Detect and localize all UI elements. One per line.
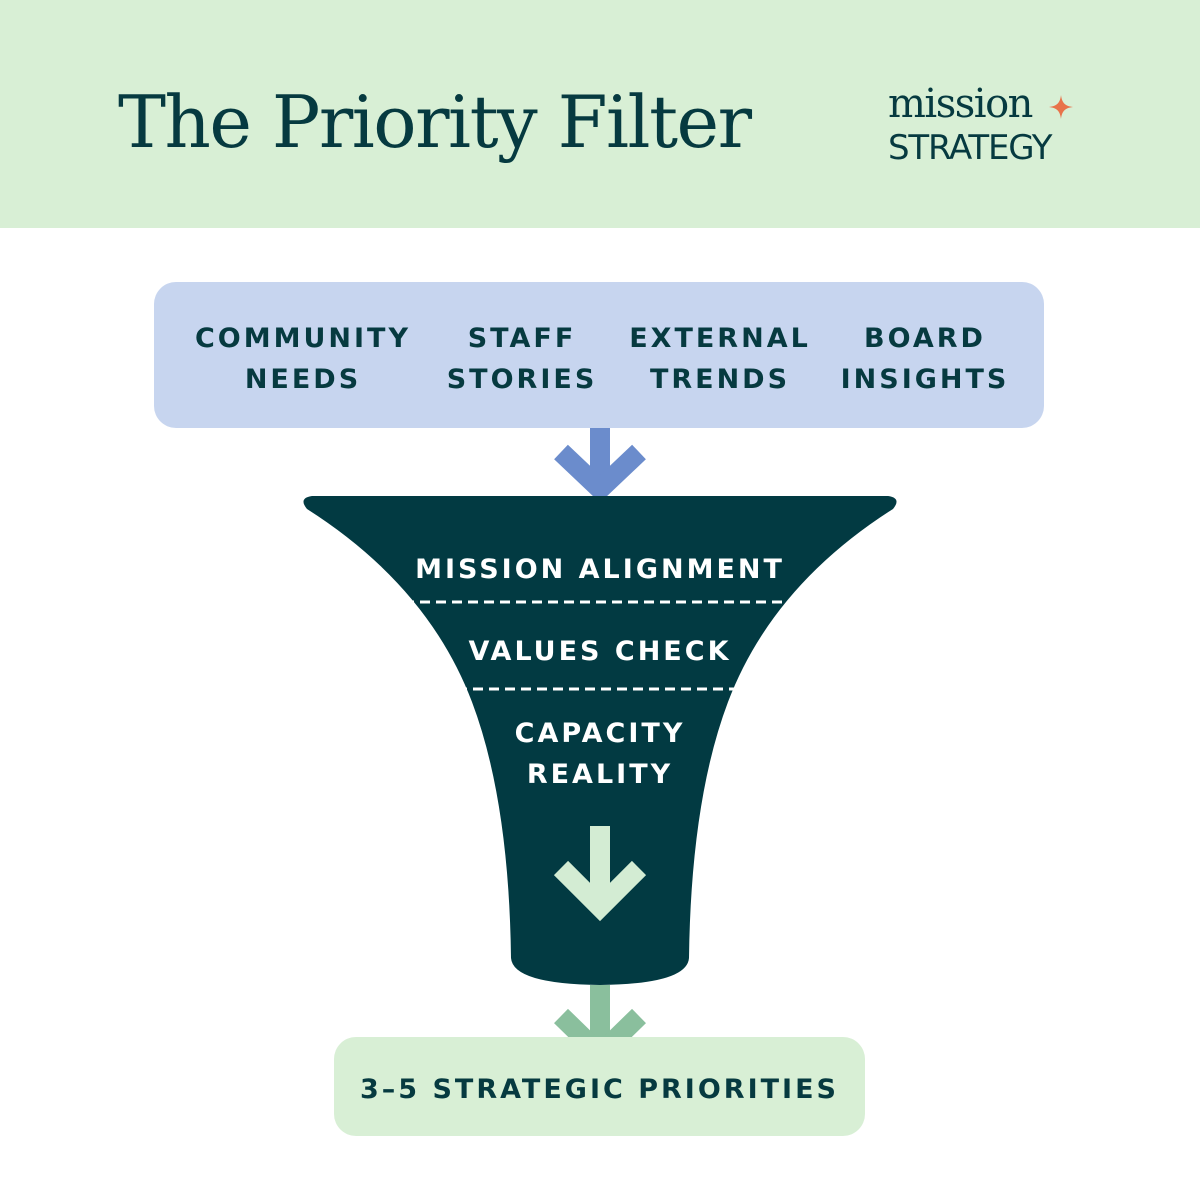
filter-values-check: VALUES CHECK	[468, 636, 732, 667]
down-arrow-icon	[554, 428, 646, 503]
page-title: The Priority Filter	[118, 80, 752, 164]
filter-mission-alignment: MISSION ALIGNMENT	[415, 554, 785, 585]
input-board-insights: BOARD INSIGHTS	[840, 323, 1010, 395]
down-arrow-icon	[553, 826, 647, 922]
logo-wordmark-top: mission	[888, 81, 1033, 127]
header-banner: The Priority Filter mission STRATEGY	[0, 0, 1200, 228]
input-external-trends: EXTERNAL TRENDS	[629, 323, 811, 395]
filter-funnel	[303, 496, 897, 985]
inputs-panel: COMMUNITY NEEDS STAFF STORIES EXTERNAL T…	[154, 282, 1044, 428]
output-panel: 3–5 STRATEGIC PRIORITIES	[334, 1037, 865, 1136]
filter-capacity-reality: CAPACITY REALITY	[514, 718, 686, 790]
logo-wordmark-bottom: STRATEGY	[888, 128, 1052, 168]
input-staff-stories: STAFF STORIES	[446, 323, 598, 395]
brand-logo: mission STRATEGY	[888, 82, 1088, 172]
plus-icon	[1049, 95, 1073, 119]
input-community-needs: COMMUNITY NEEDS	[194, 323, 412, 395]
output-label: 3–5 STRATEGIC PRIORITIES	[360, 1074, 839, 1105]
